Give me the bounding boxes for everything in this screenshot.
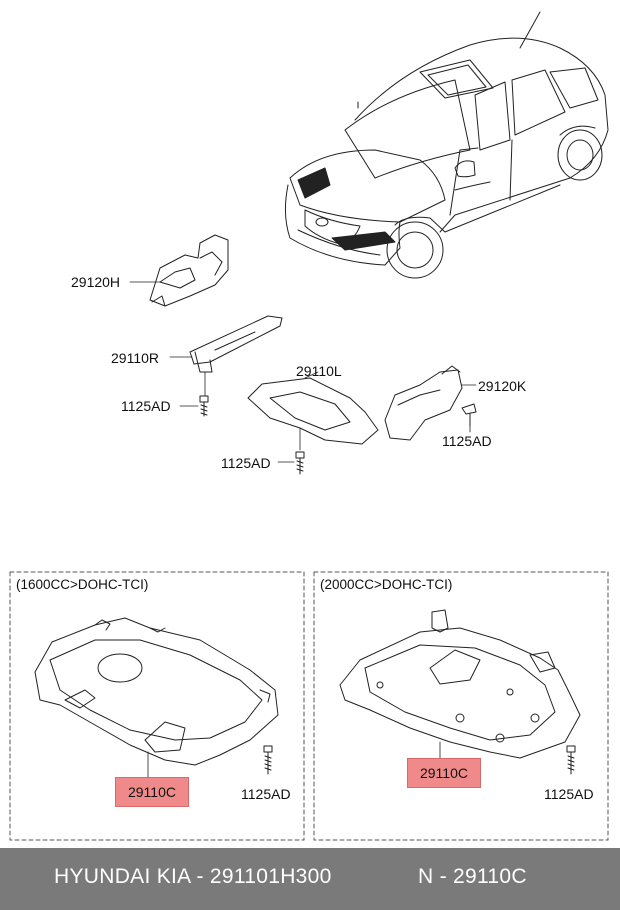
bolt-1125AD-b: [461, 403, 477, 433]
label-29120H: 29120H: [71, 274, 121, 290]
footer-reference-number: N - 29110C: [418, 865, 527, 888]
label-29110R: 29110R: [111, 350, 160, 366]
highlight-29110C-left: 29110C: [115, 777, 189, 807]
panel-left-frame: [9, 571, 305, 841]
panel-right-frame: [313, 571, 609, 841]
part-29110R: [169, 315, 283, 397]
part-29120K: [384, 365, 477, 441]
bolt-1125AD-left: [263, 745, 273, 775]
part-29110C-1600: [34, 617, 279, 781]
panel-left-title: (1600CC>DOHC-TCI): [16, 577, 149, 592]
label-29110C-right: 29110C: [419, 765, 468, 781]
bolt-1125AD-right: [566, 745, 576, 775]
label-1125AD-left: 1125AD: [241, 786, 291, 802]
label-29110L: 29110L: [296, 363, 342, 379]
car-illustration: [284, 11, 609, 279]
panel-right-title: (2000CC>DOHC-TCI): [320, 577, 453, 592]
footer-bar: HYUNDAI KIA - 291101H300 N - 29110C: [0, 848, 620, 910]
bolt-1125AD-a: [179, 395, 209, 417]
highlight-29110C-right: 29110C: [407, 758, 481, 788]
label-1125AD-right: 1125AD: [544, 786, 594, 802]
parts-diagram: [9, 11, 609, 841]
part-29120H: [129, 234, 229, 307]
label-1125AD-b: 1125AD: [442, 433, 492, 449]
label-29110C-left: 29110C: [127, 784, 176, 800]
part-29110C-2000: [339, 609, 581, 759]
label-1125AD-c: 1125AD: [221, 455, 271, 471]
part-29110L: [247, 371, 379, 451]
label-29120K: 29120K: [478, 378, 527, 394]
label-1125AD-a: 1125AD: [121, 398, 171, 414]
footer-brand-part-number: HYUNDAI KIA - 291101H300: [54, 865, 332, 888]
bolt-1125AD-c: [277, 451, 305, 475]
